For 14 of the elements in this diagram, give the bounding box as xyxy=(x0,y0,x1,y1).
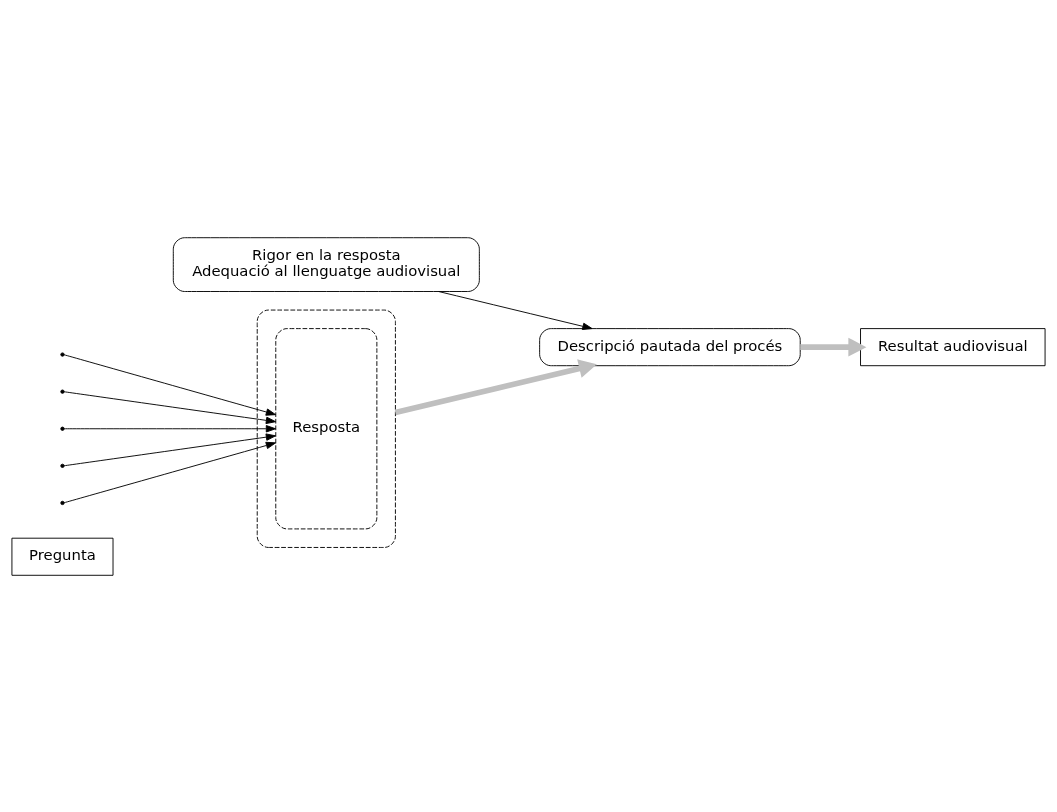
arrow xyxy=(63,424,277,432)
arrow xyxy=(394,358,597,415)
arrow xyxy=(63,390,277,424)
node-box: Pregunta xyxy=(11,537,114,576)
node-box: Descripció pautada del procés xyxy=(539,327,801,366)
arrow xyxy=(63,441,277,503)
node-box: Resposta xyxy=(275,327,378,529)
arrow xyxy=(438,290,593,330)
arrow xyxy=(63,353,277,416)
node-box: Resultat audiovisual xyxy=(860,327,1046,366)
node-box: Rigor en la resposta Adequació al llenguatge audiovisual xyxy=(172,236,480,292)
arrow xyxy=(63,432,277,466)
arrow xyxy=(800,337,867,357)
cluster xyxy=(256,309,396,548)
